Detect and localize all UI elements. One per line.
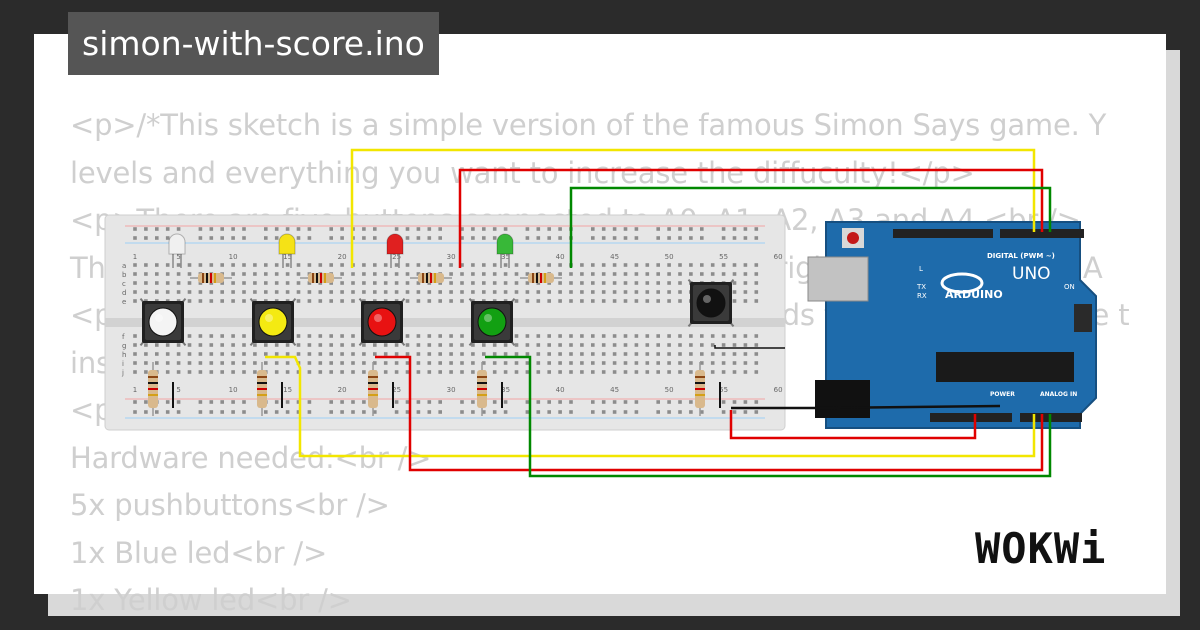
code-line: 1x Yellow led<br /> xyxy=(70,583,352,617)
wire-yellow-button xyxy=(265,355,1036,458)
breadboard-column-label: 60 xyxy=(774,253,783,261)
analog-header-label: ANALOG IN xyxy=(1040,391,1077,398)
breadboard-column-label: 20 xyxy=(338,253,347,261)
breadboard-row-label: b xyxy=(122,271,127,279)
atmega-chip xyxy=(936,352,1074,382)
breadboard-column-label: 40 xyxy=(556,253,565,261)
code-line: 5x pushbuttons<br /> xyxy=(70,488,390,522)
breadboard-column-label: 15 xyxy=(283,386,292,394)
breadboard-column-label: 50 xyxy=(665,253,674,261)
code-line: levels and everything you want to increa… xyxy=(70,155,975,190)
resistor xyxy=(410,273,452,283)
wire-green-led xyxy=(569,186,1052,268)
breadboard-column-label: 1 xyxy=(133,253,137,261)
led-red[interactable] xyxy=(386,233,404,268)
code-line: 1x Blue led<br /> xyxy=(70,535,328,570)
code-line: Hardware needed:<br /> xyxy=(70,440,432,475)
usb-port xyxy=(807,256,869,302)
breadboard-row-label: f xyxy=(122,333,125,341)
breadboard-column-label: 35 xyxy=(501,253,510,261)
breadboard-column-label: 55 xyxy=(719,386,728,394)
pushbutton-white[interactable] xyxy=(139,297,187,347)
digital-header-label: DIGITAL (PWM ~) xyxy=(987,252,1055,260)
breadboard-row-label: g xyxy=(122,342,126,350)
power-header-label: POWER xyxy=(990,391,1015,398)
pushbutton-green[interactable] xyxy=(468,297,516,347)
resistor xyxy=(148,362,174,416)
resistor xyxy=(368,362,394,416)
wire-green-button xyxy=(485,355,1052,478)
board-model-label: UNO xyxy=(1012,264,1051,284)
breadboard-row-label: i xyxy=(122,360,124,368)
breadboard-column-label: 35 xyxy=(501,386,510,394)
rx-label: RX xyxy=(917,292,927,300)
breadboard-row-label: e xyxy=(122,298,126,306)
breadboard-column-label: 45 xyxy=(610,253,619,261)
wokwi-logo: WOKWi xyxy=(975,524,1107,573)
breadboard-column-label: 5 xyxy=(176,253,180,261)
breadboard-column-label: 50 xyxy=(665,386,674,394)
l-label: L xyxy=(919,265,923,273)
breadboard-column-label: 60 xyxy=(774,386,783,394)
breadboard-row-label: h xyxy=(122,351,126,359)
wire-black-button xyxy=(714,345,785,349)
wires xyxy=(265,148,1052,478)
breadboard-column-label: 1 xyxy=(133,386,137,394)
breadboard-column-label: 25 xyxy=(392,386,401,394)
breadboard-column-label: 25 xyxy=(392,253,401,261)
code-line: <p>/*This sketch is a simple version of … xyxy=(70,108,1107,142)
resistor xyxy=(257,362,283,416)
led-green[interactable] xyxy=(496,233,514,268)
pushbutton-black[interactable] xyxy=(687,278,735,328)
breadboard-column-label: 30 xyxy=(447,253,456,261)
breadboard-column-label: 30 xyxy=(447,386,456,394)
wire-yellow-led xyxy=(350,148,1036,268)
wire-red-led xyxy=(458,168,1044,268)
wire-black-ground xyxy=(731,404,1001,410)
pushbutton-yellow[interactable] xyxy=(249,297,297,347)
wire-red-button xyxy=(375,355,1044,472)
breadboard-column-label: 55 xyxy=(719,253,728,261)
reset-button[interactable] xyxy=(847,232,859,244)
arduino-uno-board: UNO ARDUINO DIGITAL (PWM ~) POWER ANALOG… xyxy=(807,221,1097,429)
tx-label: TX xyxy=(916,283,926,291)
breadboard-column-label: 15 xyxy=(283,253,292,261)
breadboard-column-label: 10 xyxy=(229,253,238,261)
breadboard-column-label: 45 xyxy=(610,386,619,394)
breadboard-column-label: 20 xyxy=(338,386,347,394)
breadboard-row-label: d xyxy=(122,289,126,297)
power-jack xyxy=(815,380,870,418)
resistor xyxy=(477,362,503,416)
breadboard-row-label: j xyxy=(121,369,124,377)
resistor xyxy=(695,362,721,416)
breadboard-column-label: 10 xyxy=(229,386,238,394)
breadboard-column-label: 40 xyxy=(556,386,565,394)
breadboard-column-label: 5 xyxy=(176,386,180,394)
project-title: simon-with-score.ino xyxy=(68,12,439,75)
resistor xyxy=(300,273,342,283)
pushbutton-red[interactable] xyxy=(358,297,406,347)
on-label: ON xyxy=(1064,283,1075,291)
led-white[interactable] xyxy=(168,233,186,268)
resistor xyxy=(190,273,232,283)
resistor xyxy=(520,273,562,283)
wire-red-power xyxy=(729,410,977,440)
arduino-logo-icon xyxy=(940,272,984,294)
breadboard-row-label: c xyxy=(122,280,126,288)
led-yellow[interactable] xyxy=(278,233,296,268)
breadboard: 1155101015152020252530303535404045455050… xyxy=(104,214,786,431)
breadboard-row-label: a xyxy=(122,262,126,270)
